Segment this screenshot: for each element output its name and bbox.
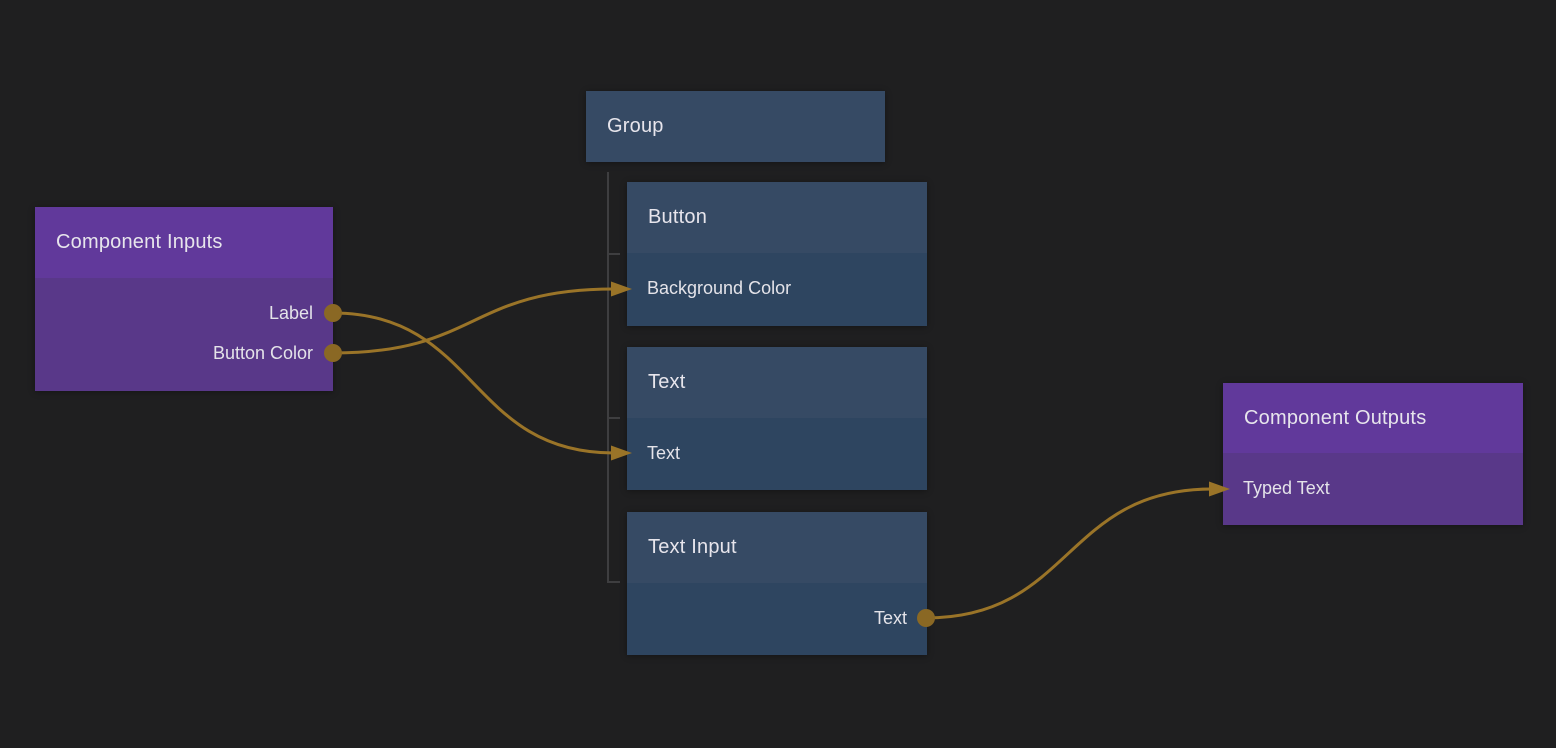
output-port-typed-text-source-text: Text [873, 607, 907, 628]
node-component-outputs[interactable]: Component Outputs Typed Text [1223, 383, 1523, 525]
node-text-body: Text [627, 418, 927, 490]
node-text-input[interactable]: Text Input Text [627, 512, 927, 655]
node-group-title: Group [607, 115, 664, 137]
node-group-header[interactable]: Group [586, 91, 885, 162]
input-port-typed-text[interactable]: Typed Text [1223, 468, 1523, 508]
output-port-typed-text-source[interactable]: Text [627, 598, 927, 638]
input-port-text[interactable]: Text [627, 433, 927, 473]
wire-button-color-to-background-color[interactable] [332, 287, 615, 355]
node-button-body: Background Color [627, 253, 927, 326]
wire-text-to-typed-text[interactable] [925, 487, 1213, 620]
output-port-label-text: Label [268, 302, 313, 323]
input-port-background-color[interactable]: Background Color [627, 268, 927, 308]
node-button-header[interactable]: Button [627, 182, 927, 253]
wire-label-to-text[interactable] [332, 311, 615, 455]
node-component-outputs-title: Component Outputs [1244, 406, 1427, 429]
node-button[interactable]: Button Background Color [627, 182, 927, 326]
input-port-text-text: Text [647, 442, 681, 463]
output-port-button-color[interactable]: Button Color [35, 333, 333, 373]
node-group[interactable]: Group [586, 91, 885, 162]
output-port-button-color-text: Button Color [212, 342, 313, 363]
node-text-input-title: Text Input [648, 536, 737, 558]
input-port-typed-text-text: Typed Text [1243, 477, 1330, 498]
node-text[interactable]: Text Text [627, 347, 927, 490]
node-button-title: Button [648, 206, 708, 228]
node-component-inputs-header[interactable]: Component Inputs [35, 207, 333, 278]
input-port-background-color-text: Background Color [647, 277, 792, 298]
output-port-label[interactable]: Label [35, 293, 333, 333]
node-text-input-header[interactable]: Text Input [627, 512, 927, 583]
node-text-header[interactable]: Text [627, 347, 927, 418]
node-component-inputs-title: Component Inputs [56, 231, 223, 253]
node-text-title: Text [648, 371, 686, 393]
node-component-outputs-header[interactable]: Component Outputs [1223, 383, 1523, 453]
node-text-input-body: Text [627, 583, 927, 655]
node-component-inputs-body: Label Button Color [35, 278, 333, 391]
group-tree-guide-line [607, 172, 620, 583]
node-component-inputs[interactable]: Component Inputs Label Button Color [35, 207, 333, 391]
node-component-outputs-body: Typed Text [1223, 453, 1523, 525]
